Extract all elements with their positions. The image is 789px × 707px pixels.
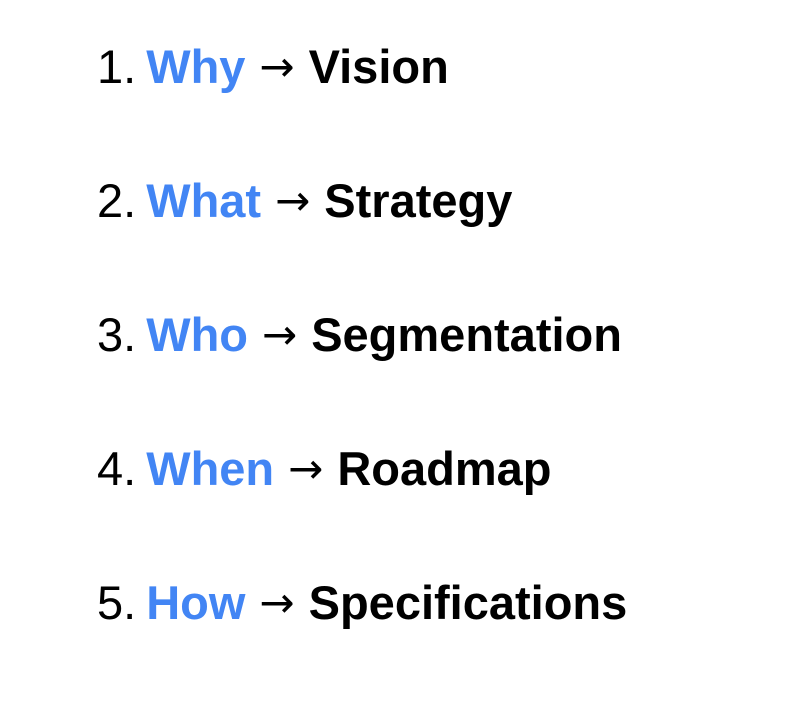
right-arrow-icon: → — [261, 310, 298, 359]
item-target: Segmentation — [311, 308, 622, 361]
right-arrow-icon: → — [288, 444, 324, 493]
list-item: 1. Why → Vision — [97, 37, 627, 171]
item-target: Vision — [308, 40, 449, 93]
item-number: 2. — [97, 174, 137, 227]
right-arrow-icon: → — [275, 176, 311, 225]
framework-list: 1. Why → Vision 2. What → Strategy 3. Wh… — [97, 37, 627, 707]
item-keyword: How — [146, 576, 246, 629]
list-item: 4. When → Roadmap — [97, 439, 627, 573]
item-number: 4. — [97, 442, 137, 495]
item-number: 1. — [97, 40, 137, 93]
item-target: Roadmap — [337, 442, 552, 495]
item-keyword: Why — [146, 40, 246, 93]
list-item: 3. Who → Segmentation — [97, 305, 627, 439]
right-arrow-icon: → — [259, 578, 295, 627]
list-item: 2. What → Strategy — [97, 171, 627, 305]
item-number: 3. — [97, 308, 137, 361]
right-arrow-icon: → — [259, 42, 295, 91]
item-keyword: Who — [146, 308, 248, 361]
list-item: 5. How → Specifications — [97, 573, 627, 707]
item-keyword: When — [146, 442, 275, 495]
item-keyword: What — [146, 174, 262, 227]
item-number: 5. — [97, 576, 137, 629]
item-target: Specifications — [308, 576, 628, 629]
item-target: Strategy — [324, 174, 513, 227]
